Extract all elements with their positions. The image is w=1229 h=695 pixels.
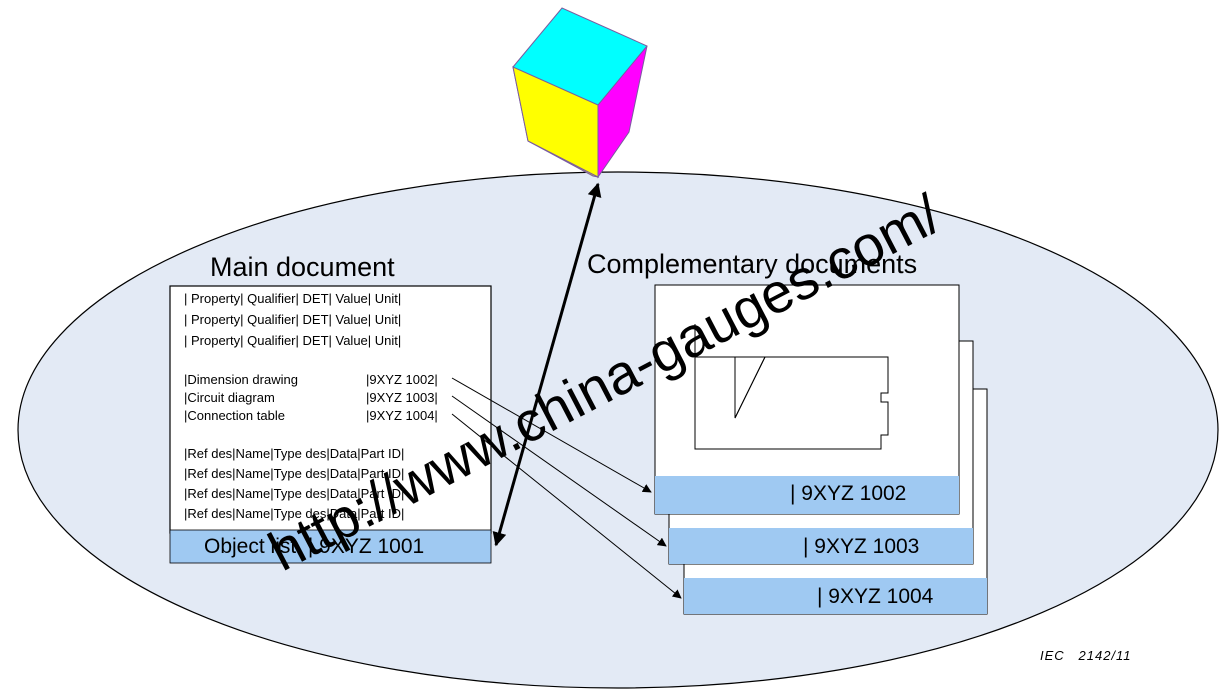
figure-label: IEC 2142/11 [1040,648,1132,663]
main-document-label-bar [169,529,492,564]
complementary-page-2-label: | 9XYZ 1003 [803,535,920,558]
object-row: |Ref des|Name|Type des|Data|Part ID| [184,486,405,501]
object-row: |Ref des|Name|Type des|Data|Part ID| [184,506,405,521]
object-row: |Ref des|Name|Type des|Data|Part ID| [184,466,405,481]
property-row: | Property| Qualifier| DET| Value| Unit| [184,291,402,306]
complementary-page-1-label: | 9XYZ 1002 [790,482,907,505]
main-document-title: Main document [210,252,395,282]
property-row: | Property| Qualifier| DET| Value| Unit| [184,312,402,327]
main-document-label: Object list | 9XYZ 1001 [204,535,425,558]
product-link-arrow [492,182,602,547]
complementary-documents-title: Complementary documents [587,249,918,279]
document-ref-name: |Connection table [184,408,285,423]
document-ref-id: |9XYZ 1004| [366,408,438,423]
document-ref-name: |Dimension drawing [184,372,298,387]
complementary-page-3-label: | 9XYZ 1004 [817,585,934,608]
dimension-drawing-sketch [694,324,889,450]
main-document-page [169,285,492,534]
complementary-page-3-label-bar [684,578,987,614]
object-row: |Ref des|Name|Type des|Data|Part ID| [184,446,405,461]
complementary-page-1-label-bar [655,476,959,514]
ref-arrow-1004 [451,413,682,599]
document-ref-id: |9XYZ 1003| [366,390,438,405]
ref-arrow-1002 [451,377,652,493]
document-ref-name: |Circuit diagram [184,390,275,405]
property-row: | Property| Qualifier| DET| Value| Unit| [184,333,402,348]
complementary-page-2-label-bar [669,528,973,564]
ref-arrow-1003 [451,395,667,547]
product-cube-icon [512,7,648,179]
document-ref-id: |9XYZ 1002| [366,372,438,387]
